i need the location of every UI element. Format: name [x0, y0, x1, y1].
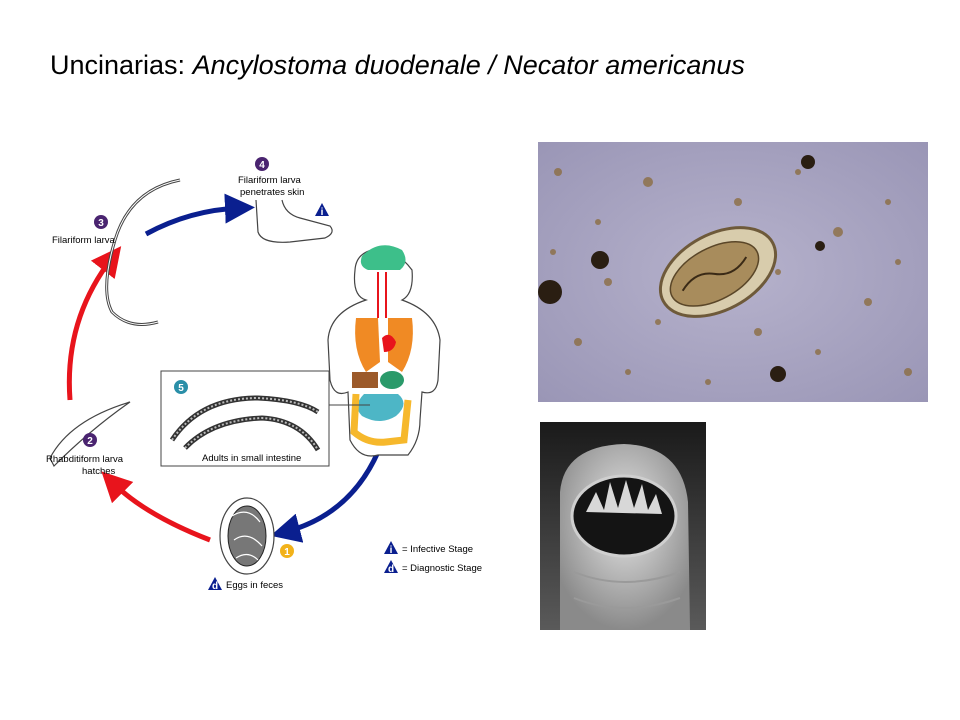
arrow-larva-to-skin	[144, 193, 255, 237]
stage-2-label-line1: Rhabditiform larva	[46, 454, 124, 465]
buccal-opening	[570, 474, 678, 558]
stage-5-badge	[174, 380, 188, 394]
diagram-text: i	[321, 207, 324, 218]
human-body-outline	[327, 249, 441, 457]
title-prefix: Uncinarias:	[50, 50, 193, 80]
legend-infective-label: = Infective Stage	[402, 544, 473, 555]
diagram-text: 2	[87, 436, 93, 447]
title-species: Ancylostoma duodenale / Necator american…	[192, 50, 745, 80]
brain	[360, 245, 406, 270]
foot-shape	[255, 199, 333, 243]
legend-diagnostic-label: = Diagnostic Stage	[402, 563, 482, 574]
stage-2-label-line2: hatches	[82, 466, 116, 477]
stage-4-label-line2: penetrates skin	[240, 187, 304, 198]
stage-1-label: Eggs in feces	[226, 580, 283, 591]
legend-infective-badge	[384, 541, 398, 554]
lungs-right	[388, 318, 413, 372]
egg-micrograph	[538, 142, 928, 402]
diagram-text: d	[388, 564, 394, 575]
arrow-rhabditiform-to-filariform	[66, 246, 122, 401]
stage-4-label-line1: Filariform larva	[238, 175, 302, 186]
diagram-text: 4	[259, 160, 265, 171]
stomach	[380, 371, 404, 389]
arrow-egg-to-rhabditiform	[101, 471, 211, 543]
diagram-text: 1	[284, 547, 290, 558]
diagram-text: i	[390, 545, 393, 556]
diagnostic-badge-egg	[208, 577, 222, 590]
legend-diagnostic-badge	[384, 560, 398, 573]
stage-5-label: Adults in small intestine	[202, 453, 301, 464]
slide-title: Uncinarias: Ancylostoma duodenale / Neca…	[50, 50, 745, 81]
buccal-teeth	[586, 480, 662, 514]
stomach-liver	[352, 372, 378, 388]
stage-2-badge	[83, 433, 97, 447]
infective-badge-foot	[315, 203, 329, 216]
diagram-text: 3	[98, 218, 104, 229]
stage-1-badge	[280, 544, 294, 558]
small-intestine	[357, 394, 404, 421]
stage-3-badge	[94, 215, 108, 229]
large-intestine	[350, 393, 412, 446]
lungs-left	[355, 318, 380, 372]
rhabditiform-larva-shape	[49, 401, 131, 468]
buccal-capsule-sem	[540, 422, 706, 630]
diagram-text: 5	[178, 383, 184, 394]
filariform-larva-shape	[105, 178, 181, 326]
hookworm-egg	[658, 226, 778, 318]
heart	[382, 334, 396, 352]
trachea	[377, 272, 387, 318]
stage-4-badge	[255, 157, 269, 171]
arrow-host-to-egg	[270, 450, 381, 543]
diagram-text: d	[212, 581, 218, 592]
stage-3-label: Filariform larva	[52, 235, 116, 246]
